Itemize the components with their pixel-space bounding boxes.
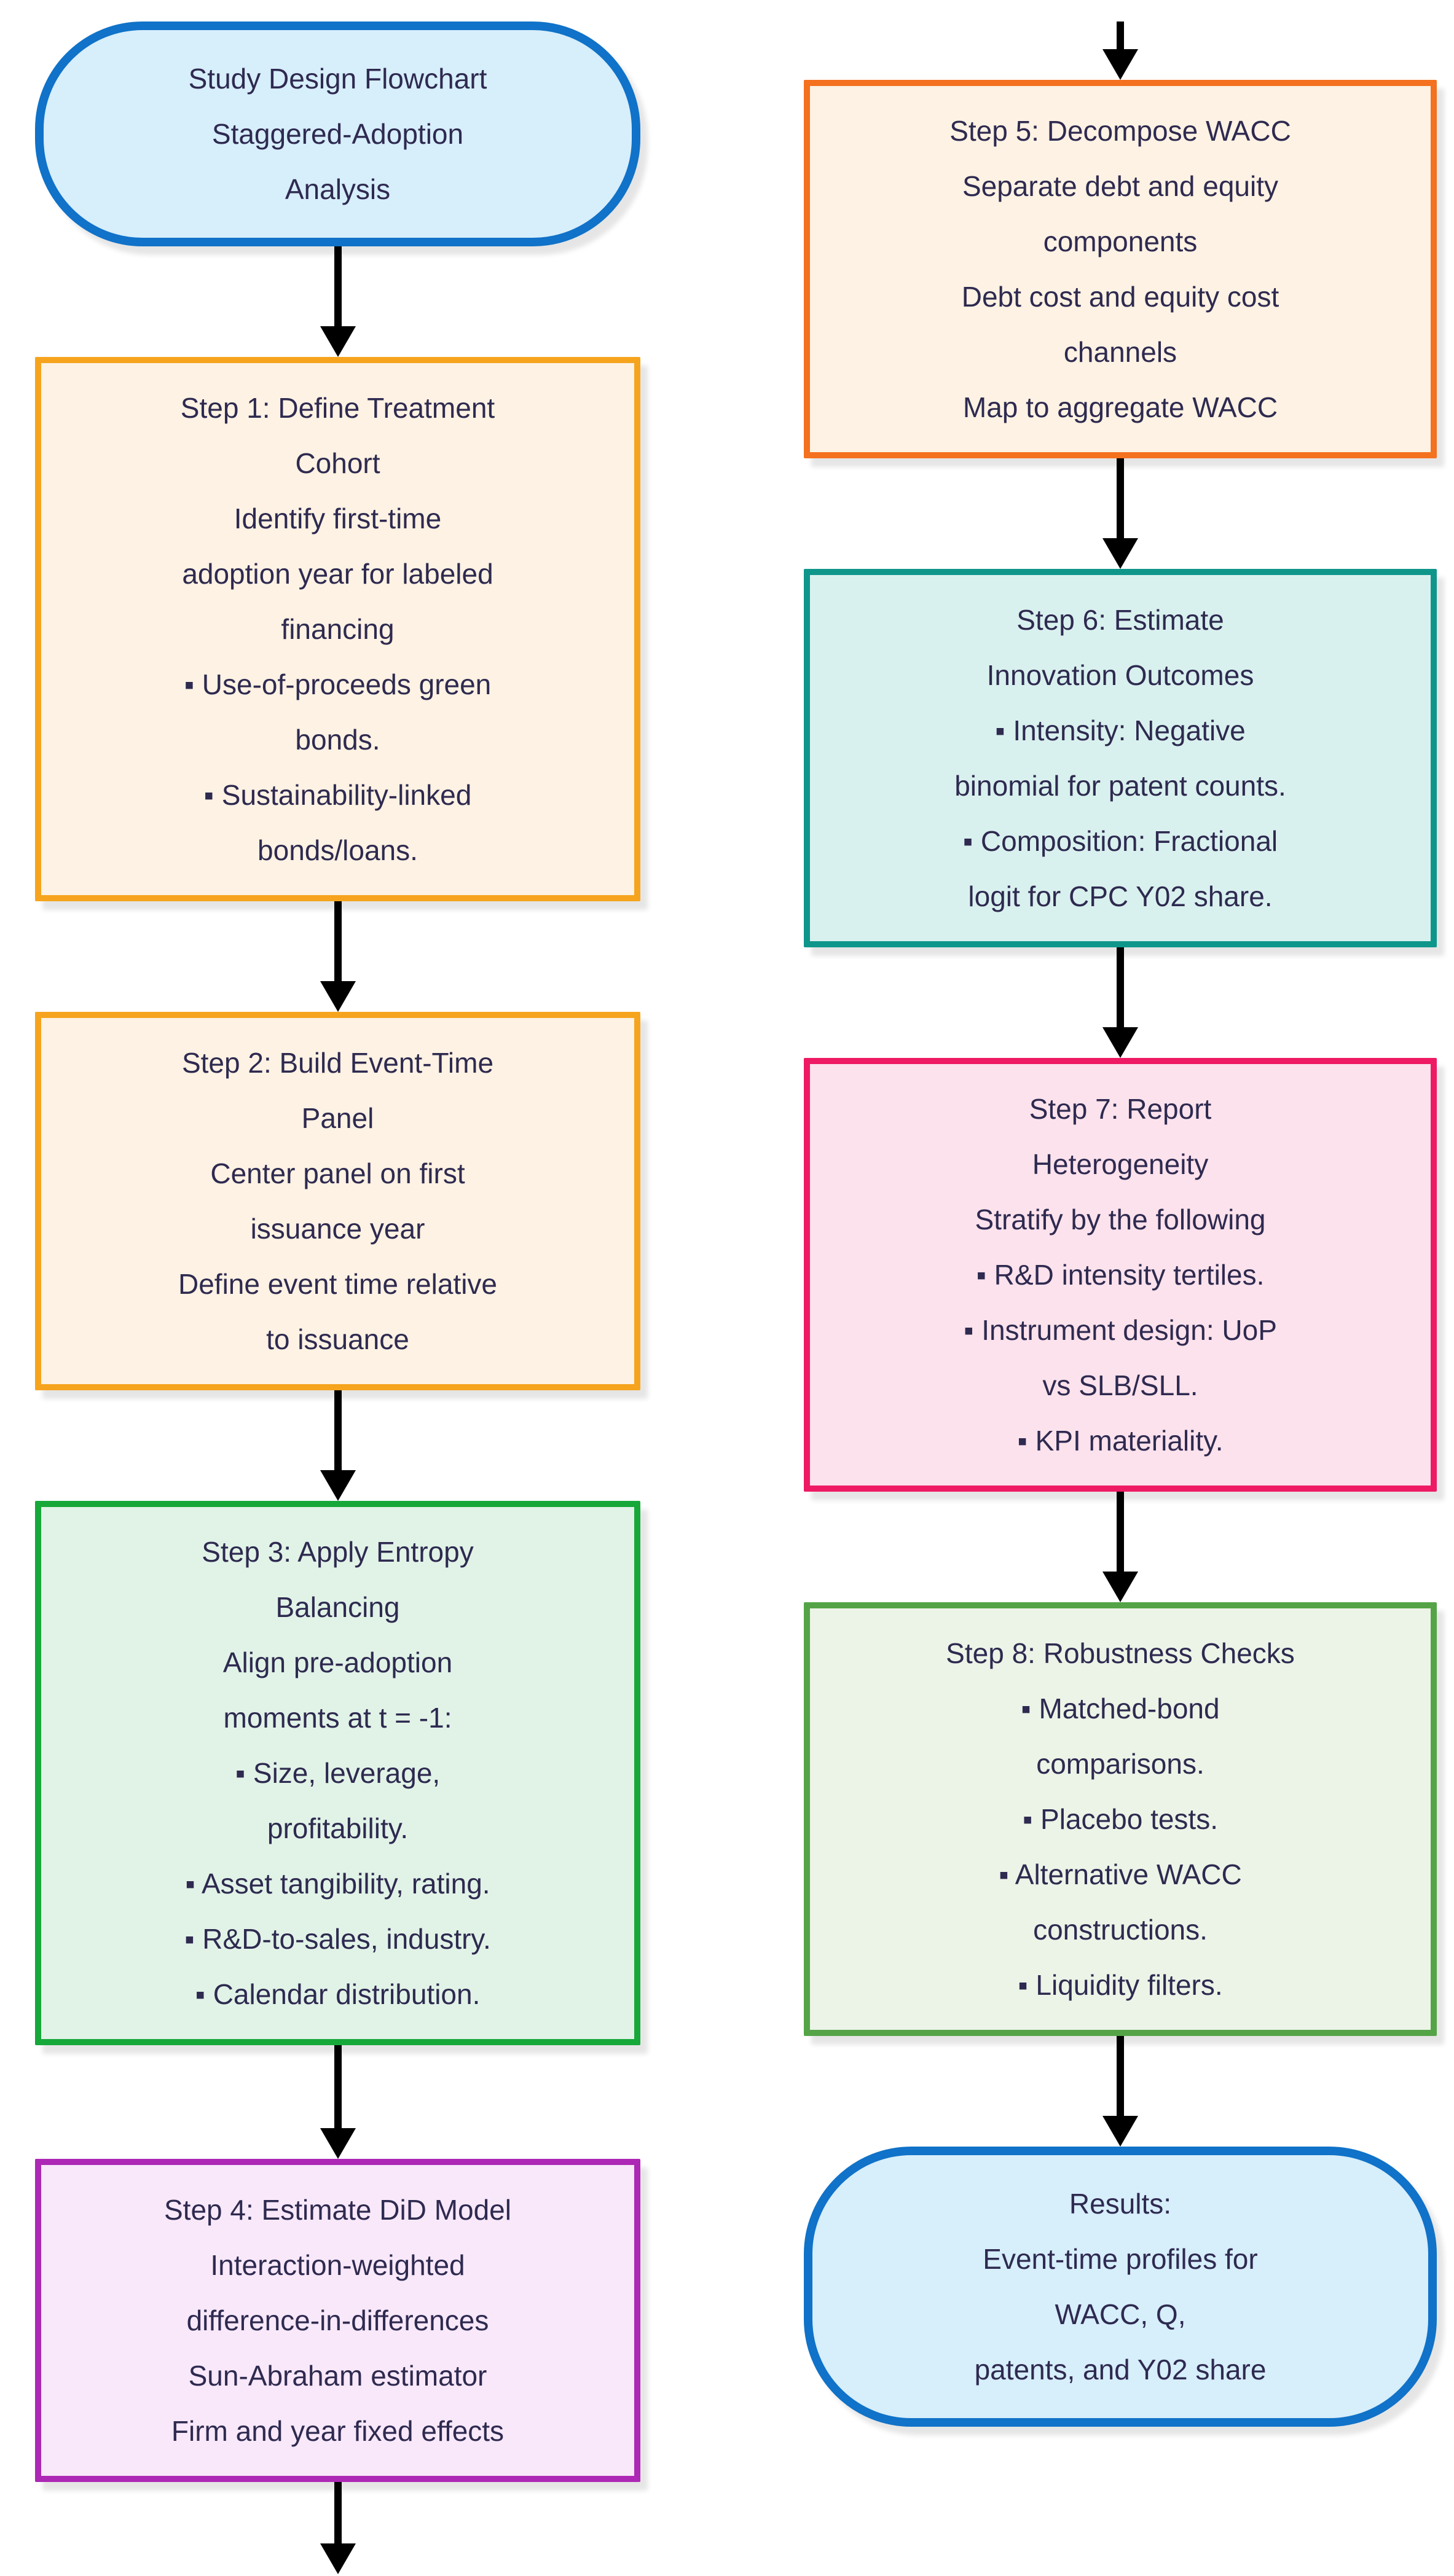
arrow-head-icon bbox=[320, 326, 356, 357]
flow-arrow bbox=[320, 901, 356, 1012]
flow-arrow bbox=[1102, 947, 1138, 1058]
flow-arrow bbox=[320, 1390, 356, 1501]
step-1-label: Step 1: Define Treatment Cohort Identify… bbox=[180, 392, 495, 866]
results-node: Results: Event-time profiles for WACC, Q… bbox=[804, 2147, 1437, 2427]
arrow-head-icon bbox=[320, 2543, 356, 2574]
step-1-box: Step 1: Define Treatment Cohort Identify… bbox=[35, 357, 640, 901]
results-node-label: Results: Event-time profiles for WACC, Q… bbox=[974, 2188, 1267, 2386]
arrow-shaft bbox=[334, 246, 342, 326]
arrow-head-icon bbox=[320, 2128, 356, 2159]
step-5-box: Step 5: Decompose WACC Separate debt and… bbox=[804, 80, 1437, 458]
arrow-shaft bbox=[334, 901, 342, 981]
start-node: Study Design Flowchart Staggered-Adoptio… bbox=[35, 22, 640, 246]
step-4-box: Step 4: Estimate DiD Model Interaction-w… bbox=[35, 2159, 640, 2482]
step-8-box: Step 8: Robustness Checks ▪ Matched-bond… bbox=[804, 1602, 1437, 2036]
flow-arrow bbox=[1102, 2036, 1138, 2147]
flowchart-left-column: Study Design Flowchart Staggered-Adoptio… bbox=[35, 0, 640, 2574]
start-node-label: Study Design Flowchart Staggered-Adoptio… bbox=[188, 63, 487, 205]
arrow-shaft bbox=[1117, 22, 1124, 49]
step-8-label: Step 8: Robustness Checks ▪ Matched-bond… bbox=[946, 1637, 1295, 2001]
arrow-shaft bbox=[1117, 2036, 1124, 2116]
flow-arrow bbox=[1102, 458, 1138, 569]
flow-arrow bbox=[1102, 22, 1138, 80]
flowchart-right-column: Step 5: Decompose WACC Separate debt and… bbox=[804, 0, 1437, 2427]
arrow-head-icon bbox=[1102, 2116, 1138, 2147]
flow-arrow bbox=[320, 2482, 356, 2574]
step-7-label: Step 7: Report Heterogeneity Stratify by… bbox=[964, 1093, 1277, 1457]
step-6-label: Step 6: Estimate Innovation Outcomes ▪ I… bbox=[954, 604, 1286, 912]
step-6-box: Step 6: Estimate Innovation Outcomes ▪ I… bbox=[804, 569, 1437, 947]
flow-arrow bbox=[320, 2045, 356, 2159]
arrow-head-icon bbox=[320, 981, 356, 1012]
step-2-box: Step 2: Build Event-Time Panel Center pa… bbox=[35, 1012, 640, 1390]
arrow-head-icon bbox=[320, 1470, 356, 1501]
arrow-shaft bbox=[334, 2482, 342, 2543]
step-3-box: Step 3: Apply Entropy Balancing Align pr… bbox=[35, 1501, 640, 2045]
step-5-label: Step 5: Decompose WACC Separate debt and… bbox=[949, 115, 1291, 423]
arrow-shaft bbox=[334, 2045, 342, 2128]
flow-arrow bbox=[320, 246, 356, 357]
step-2-label: Step 2: Build Event-Time Panel Center pa… bbox=[178, 1047, 498, 1355]
step-7-box: Step 7: Report Heterogeneity Stratify by… bbox=[804, 1058, 1437, 1492]
flow-arrow bbox=[1102, 1492, 1138, 1602]
arrow-shaft bbox=[1117, 947, 1124, 1027]
arrow-head-icon bbox=[1102, 1027, 1138, 1058]
step-3-label: Step 3: Apply Entropy Balancing Align pr… bbox=[184, 1536, 491, 2010]
arrow-shaft bbox=[1117, 1492, 1124, 1572]
arrow-shaft bbox=[334, 1390, 342, 1470]
arrow-head-icon bbox=[1102, 49, 1138, 80]
step-4-label: Step 4: Estimate DiD Model Interaction-w… bbox=[163, 2194, 511, 2447]
arrow-head-icon bbox=[1102, 538, 1138, 569]
arrow-shaft bbox=[1117, 458, 1124, 538]
arrow-head-icon bbox=[1102, 1572, 1138, 1602]
